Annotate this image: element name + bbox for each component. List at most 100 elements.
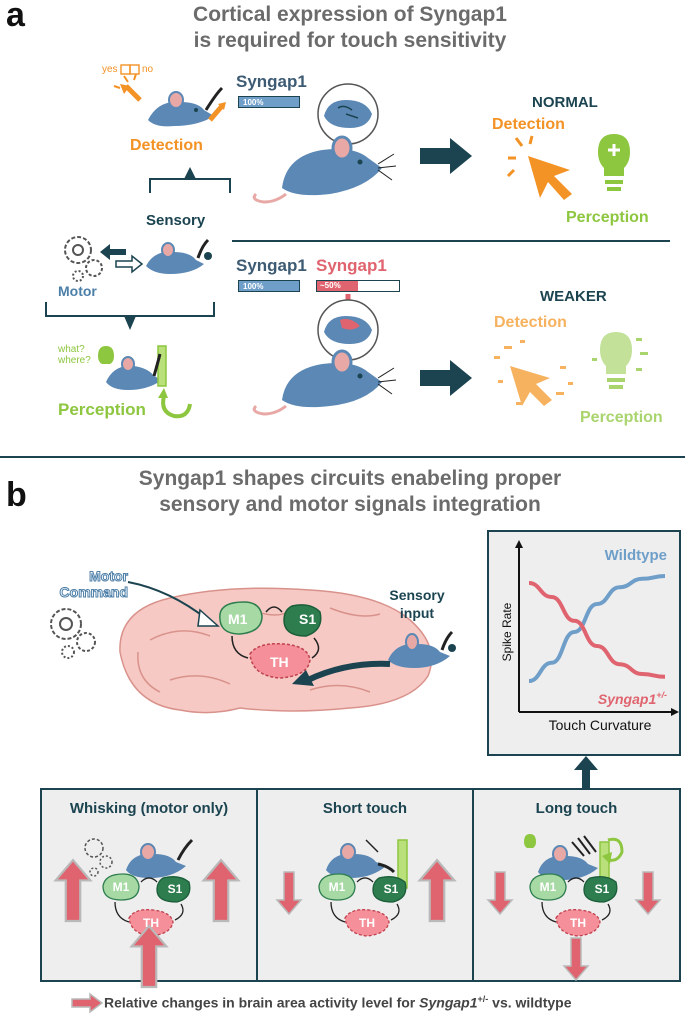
mini-link-m1-s1 [567,877,585,883]
motor-gears-icon [50,608,96,659]
y-axis-label: Spike Rate [500,602,514,661]
s1-activity-arrow-1 [201,858,241,923]
weaker-perception-label: Perception [580,409,663,426]
s1-activity-arrow-3 [634,871,662,916]
panel-b-title-line1: Syngap1 shapes circuits enabeling proper [138,467,562,490]
mini-s1-region [156,876,191,903]
legend-sup: +/- [477,994,489,1004]
left-perception-label: Perception [58,400,146,419]
mini-th-region [555,909,601,937]
mini-m1-region [318,873,356,901]
book-icon [120,64,140,75]
legend-arrow-icon [71,992,104,1014]
panel-divider [0,456,685,458]
x-axis-label: Touch Curvature [549,717,652,733]
perception-mouse-icon [98,345,167,390]
x-axis-arrowhead [671,708,679,716]
mini-th-region [128,909,174,937]
sensory-label: Sensory [146,212,206,229]
mini-link-m1-s1 [356,877,374,883]
weaker-mut-expression-bar: ~50% [316,280,400,292]
mini-s1-region [583,876,618,903]
mini-link-m1-th [541,901,557,923]
what-where-labels: what? where? [58,344,91,366]
m1-activity-arrow-3 [486,871,514,916]
weaker-mouse-with-brain [252,294,397,416]
results-to-chart-arrow [574,756,598,788]
left-detection-label: Detection [130,137,203,154]
sensory-input-line2: input [399,605,435,621]
th-activity-arrow-1 [129,924,169,989]
legend-text: Relative changes in brain area activity … [104,994,572,1011]
short-touch-mouse-icon [326,839,408,889]
condition-long-touch-title: Long touch [535,800,618,817]
th-activity-arrow-3 [562,937,590,982]
normal-perception-bulb-icon [598,134,630,191]
sensory-input-arrow [292,660,391,686]
sensory-input-label: Sensory input [384,586,450,622]
whisking-mouse-icon [84,838,194,878]
legend-label-syngap1: Syngap1+/- [598,690,667,707]
mini-m1-label: M1 [540,880,557,894]
normal-result-arrow [420,138,472,174]
brain-circuit [219,601,322,679]
mini-th-region [344,909,390,937]
mini-m1-label: M1 [329,880,346,894]
sensory-mouse-icon [146,238,212,274]
panel-a-letter: a [6,0,25,34]
no-label: no [142,64,154,75]
mini-th-label: TH [570,916,586,930]
where-label: where? [58,355,91,366]
motor-label: Motor [58,283,97,299]
legend-suffix: vs. wildtype [488,994,572,1011]
detection-mouse-icon [113,73,226,127]
m1-activity-arrow-1 [53,858,93,923]
panel-a-title-line1: Cortical expression of Syngap1 [193,3,507,26]
legend-prefix: Relative changes in brain area activity … [104,994,420,1011]
condition-short-touch-title: Short touch [322,800,408,817]
normal-gene-label: Syngap1 [236,72,307,91]
normal-perception-label: Perception [566,209,649,226]
sensory-input-mouse-icon [388,630,456,668]
panel-b-letter: b [6,476,27,514]
weaker-wt-expression-bar: 100% [238,280,300,292]
weaker-heading: WEAKER [540,288,607,305]
mini-th-label: TH [359,916,375,930]
series-line-wildtype [528,574,666,683]
weaker-detection-label: Detection [494,314,567,331]
mini-m1-region [102,873,140,901]
mini-link-m1-th [330,901,346,923]
weaker-detection-fragmented-icon [494,340,573,406]
mini-link-th-s1 [174,903,184,921]
mini-s1-region [372,876,407,903]
legend-gene: Syngap1 [419,994,478,1011]
panel-a-title-line2: is required for touch sensitivity [193,29,507,52]
s1-activity-arrow-2 [417,858,457,923]
cycle-arrow-icon [158,388,192,419]
mini-s1-label: S1 [384,882,399,896]
m1-activity-arrow-2 [275,871,303,916]
normal-detection-cursor-icon [506,135,572,200]
left-gears-icon [64,236,103,282]
y-axis-arrowhead [515,540,523,548]
motor-command-label: Motor Command [50,568,129,601]
th-label: TH [270,654,289,670]
panel-b-title-line2: sensory and motor signals integration [159,493,541,516]
mini-link-th-s1 [390,903,400,921]
long-touch-mouse-icon [524,834,624,889]
weaker-mut-expression-fill: ~50% [317,281,358,291]
m1-region [219,601,263,635]
feedback-bracket-bottom [45,302,215,330]
motor-command-line1: Motor [89,568,129,585]
exchange-arrows-icon [100,244,144,274]
s1-region [283,604,322,637]
m1-label: M1 [228,611,248,627]
what-label: what? [58,344,85,355]
mini-s1-label: S1 [168,882,183,896]
